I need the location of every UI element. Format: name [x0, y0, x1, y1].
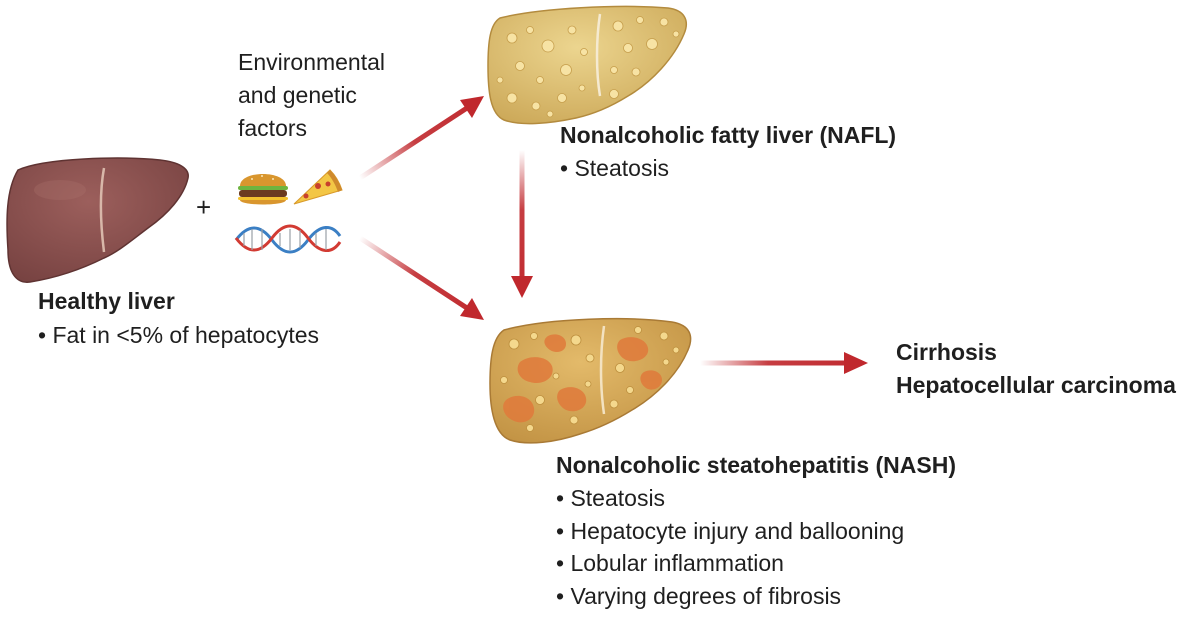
arrow-to-nafl	[358, 96, 484, 181]
nash-bullet: Varying degrees of fibrosis	[556, 580, 904, 613]
outcome-cirrhosis: Cirrhosis	[896, 339, 997, 365]
nash-title: Nonalcoholic steatohepatitis (NASH)	[556, 452, 956, 478]
nafl-title: Nonalcoholic fatty liver (NAFL)	[560, 122, 897, 148]
arrow-nafl-to-nash	[511, 150, 533, 298]
healthy-liver-title: Healthy liver	[38, 288, 175, 314]
arrow-to-outcome	[700, 352, 868, 374]
fatty-liver-icon	[487, 5, 688, 125]
nash-liver-icon	[489, 317, 692, 444]
factors-line-3: factors	[238, 115, 308, 141]
nash-bullet: Steatosis	[556, 482, 904, 515]
healthy-liver-icon	[6, 157, 189, 283]
nash-bullet-list: Steatosis Hepatocyte injury and ballooni…	[556, 482, 904, 612]
nafl-bullet: Steatosis	[560, 155, 669, 183]
arrow-to-nash	[358, 235, 484, 320]
pizza-icon	[293, 169, 343, 205]
outcome-carcinoma: Hepatocellular carcinoma	[896, 372, 1176, 398]
nash-bullet: Lobular inflammation	[556, 547, 904, 580]
burger-icon	[238, 174, 288, 205]
dna-icon	[234, 224, 342, 254]
outcome-label: Cirrhosis Hepatocellular carcinoma	[896, 336, 1176, 402]
nash-bullet: Hepatocyte injury and ballooning	[556, 515, 904, 548]
healthy-liver-bullet: Fat in <5% of hepatocytes	[38, 322, 319, 350]
factors-label: Environmental and genetic factors	[238, 46, 385, 145]
factors-line-2: and genetic	[238, 82, 357, 108]
factors-line-1: Environmental	[238, 49, 386, 75]
plus-sign: +	[196, 192, 212, 222]
